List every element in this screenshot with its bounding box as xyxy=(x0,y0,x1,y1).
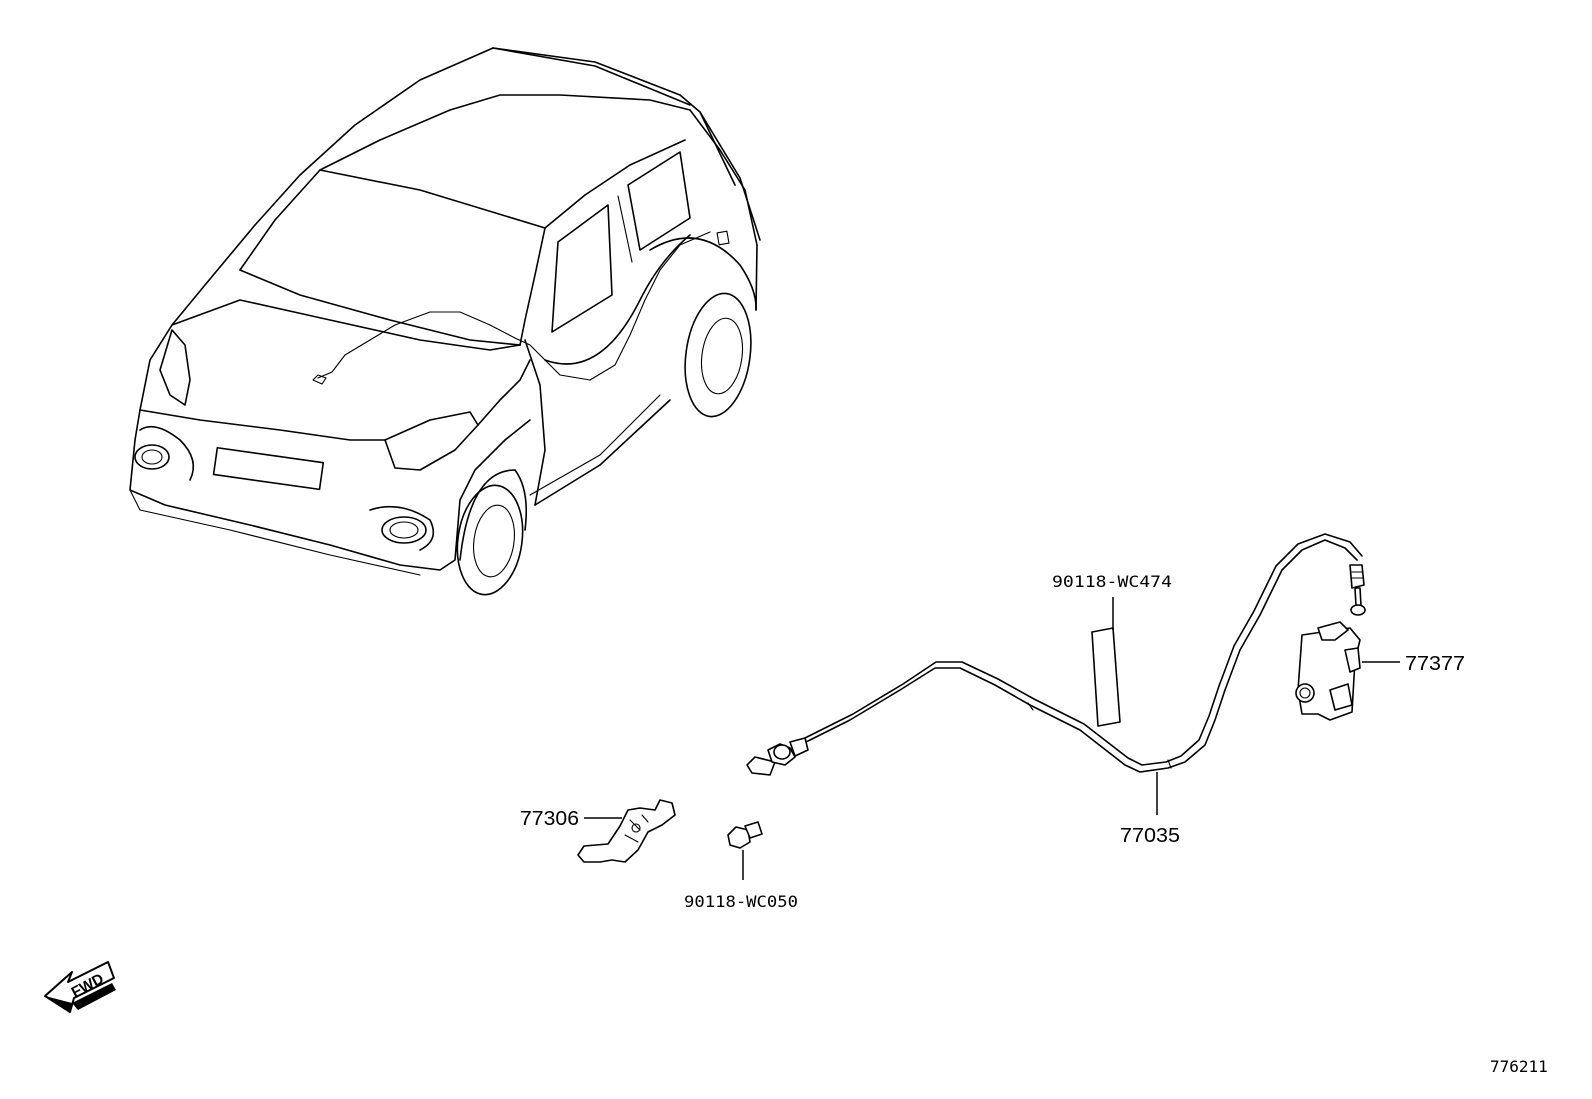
cable-77035[interactable] xyxy=(746,533,1366,776)
leader-lines xyxy=(584,597,1400,880)
lock-77377[interactable] xyxy=(1295,621,1361,721)
part-number-90118-wc474: 90118-WC474 xyxy=(1052,572,1172,591)
part-number-90118-wc050: 90118-WC050 xyxy=(684,892,798,911)
bolt-90118-wc050[interactable] xyxy=(727,821,763,849)
bracket-77306[interactable] xyxy=(577,799,676,863)
part-number-77377: 77377 xyxy=(1405,653,1465,675)
part-number-77306: 77306 xyxy=(520,808,579,830)
vehicle-illustration xyxy=(129,47,761,596)
fwd-arrow-icon: FWD xyxy=(44,961,116,1013)
label-90118-wc474[interactable] xyxy=(1091,627,1121,727)
part-number-77035: 77035 xyxy=(1120,825,1180,847)
diagram-code: 776211 xyxy=(1490,1057,1548,1076)
